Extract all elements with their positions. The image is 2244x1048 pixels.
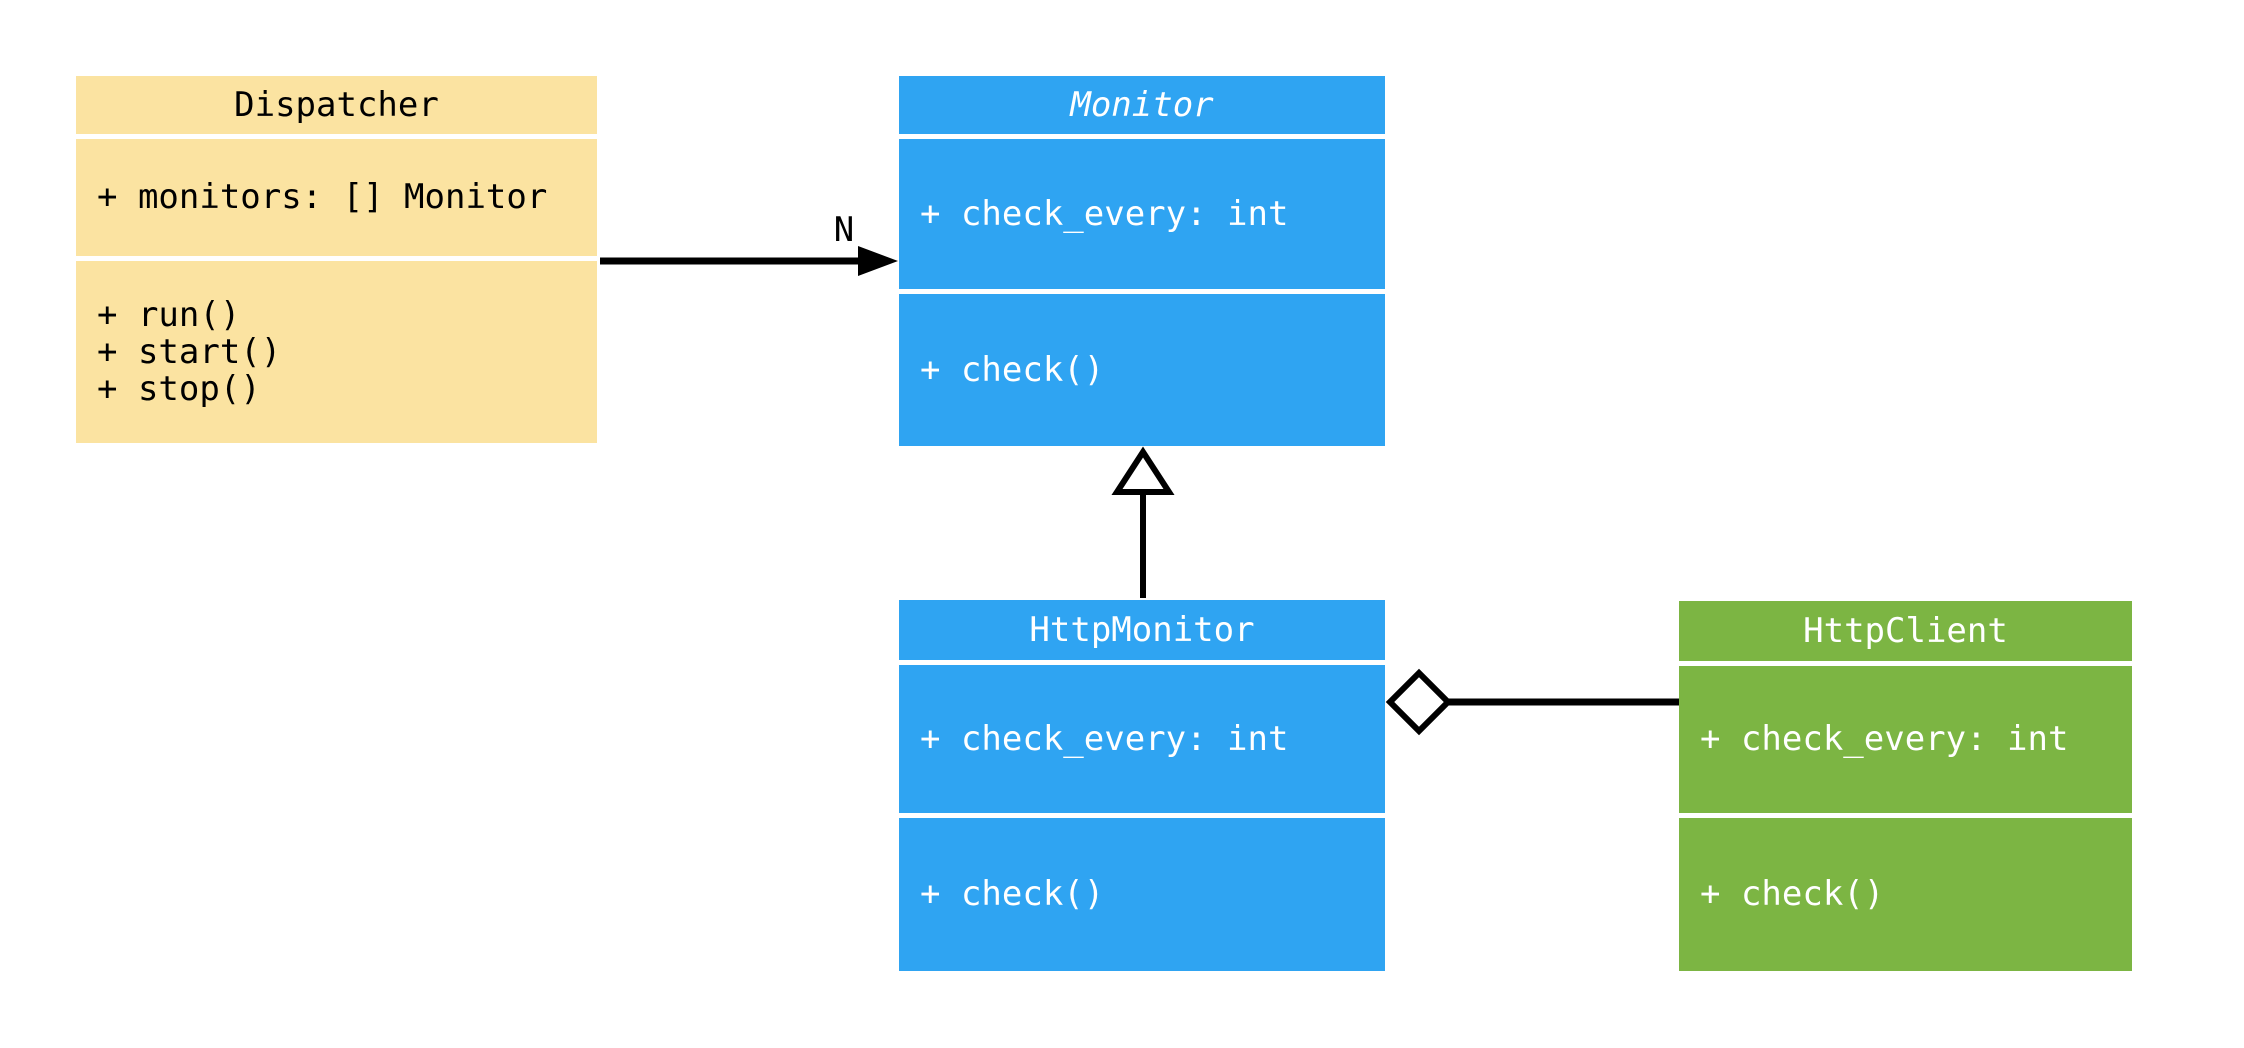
class-title-row: HttpClient [1679,601,2132,661]
class-attribute: + monitors: [] Monitor [97,177,548,217]
class-box-dispatcher: Dispatcher + monitors: [] Monitor + run(… [76,76,597,443]
class-method: + start() [97,331,282,372]
class-methods-row: + check() [899,818,1385,971]
class-method: + check() [920,874,1105,914]
aggregation-httpmonitor-httpclient [1385,668,1679,736]
class-attributes-row: + check_every: int [899,665,1385,813]
class-method: + run() [97,294,241,335]
class-attribute: + check_every: int [1700,719,2069,759]
class-method: + stop() [97,368,261,409]
multiplicity-label: N [834,210,854,250]
class-name: Dispatcher [234,84,439,125]
class-attributes-row: + monitors: [] Monitor [76,139,597,256]
class-attributes-row: + check_every: int [1679,666,2132,813]
class-box-httpmonitor: HttpMonitor + check_every: int + check() [899,600,1385,971]
association-dispatcher-monitor: N [600,210,898,276]
class-method: + check() [920,349,1105,390]
class-methods-row: + run() + start() + stop() [76,261,597,443]
class-box-monitor: Monitor + check_every: int + check() [899,76,1385,446]
class-attribute: + check_every: int [920,193,1289,234]
class-title-row: Dispatcher [76,76,597,134]
class-name: HttpClient [1803,610,2008,651]
class-methods-row: + check() [1679,818,2132,971]
class-name: Monitor [1070,84,1214,125]
class-methods-row: + check() [899,294,1385,446]
class-box-httpclient: HttpClient + check_every: int + check() [1679,601,2132,971]
class-title-row: Monitor [899,76,1385,134]
class-method: + check() [1700,874,1885,914]
filled-arrowhead-icon [858,246,898,276]
class-attribute: + check_every: int [920,718,1289,759]
generalization-httpmonitor-monitor [1111,446,1175,598]
hollow-diamond-icon [1385,668,1453,736]
class-title-row: HttpMonitor [899,600,1385,660]
class-name: HttpMonitor [1029,609,1255,650]
hollow-triangle-icon [1111,446,1175,495]
class-attributes-row: + check_every: int [899,139,1385,289]
